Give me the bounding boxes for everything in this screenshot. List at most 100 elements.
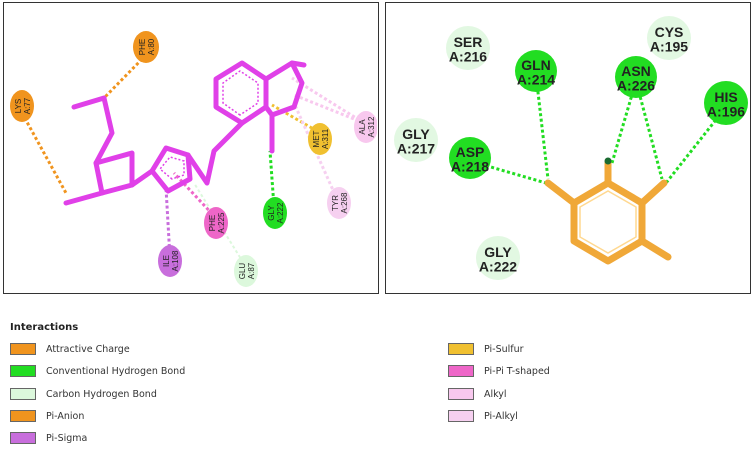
legend-swatch: [10, 388, 36, 400]
legend-item: Pi-Sulfur: [448, 342, 524, 356]
residue-node-circle: [476, 236, 520, 280]
residue-node-circle: [394, 118, 438, 162]
residue-name: ALA: [358, 119, 367, 135]
legend-swatch: [10, 343, 36, 355]
right-interaction-lines: [469, 74, 728, 185]
legend-item: Conventional Hydrogen Bond: [10, 364, 185, 378]
legend-item: Pi-Alkyl: [448, 409, 518, 423]
residue-name: HIS: [714, 89, 737, 105]
residue-chain: A:216: [449, 49, 487, 65]
left-ligand-aromatic-inner: [158, 70, 259, 180]
residue-name: MET: [312, 130, 321, 147]
residue-node-circle: [515, 50, 557, 92]
legend-label: Pi-Sigma: [46, 432, 88, 444]
right-ligand-atom-dark: [604, 157, 612, 165]
line-ala312-2: [293, 93, 365, 125]
legend-title: Interactions: [10, 322, 79, 333]
legend-swatch: [448, 365, 474, 377]
residue-node-circle: [449, 137, 491, 179]
residue-name: GLY: [484, 244, 512, 260]
residue-chain: A:195: [650, 39, 688, 55]
residue-name: SER: [454, 34, 483, 50]
residue-node-circle: [615, 56, 657, 98]
legend-label: Pi-Pi T-shaped: [484, 365, 550, 377]
residue-chain: A:77: [23, 97, 32, 114]
legend-label: Carbon Hydrogen Bond: [46, 388, 157, 400]
residue-chain: A:217: [397, 141, 435, 157]
residue-node-circle: [234, 255, 258, 287]
residue-chain: A:108: [171, 250, 180, 271]
residue-name: CYS: [655, 24, 684, 40]
legend-label: Pi-Alkyl: [484, 410, 518, 422]
residue-node-circle: [647, 16, 691, 60]
residue-name: ASP: [456, 144, 485, 160]
legend-item: Pi-Pi T-shaped: [448, 364, 550, 378]
legend-item: Pi-Anion: [10, 409, 84, 423]
residue-node-circle: [204, 207, 228, 239]
residue-node-circle: [158, 245, 182, 277]
residue-name: PHE: [208, 215, 217, 231]
residue-name: ASN: [621, 63, 651, 79]
residue-name: TYR: [331, 195, 340, 211]
residue-node-circle: [10, 90, 34, 122]
residue-name: GLY: [267, 205, 276, 221]
right-interaction-diagram: SERA:216GLNA:214CYSA:195ASNA:226HISA:196…: [394, 16, 748, 280]
legend-label: Pi-Anion: [46, 410, 85, 422]
right-ligand-highlight: [579, 190, 637, 254]
residue-node-circle: [308, 123, 332, 155]
legend-label: Conventional Hydrogen Bond: [46, 365, 186, 377]
legend-swatch: [448, 410, 474, 422]
right-ligand: [544, 159, 672, 265]
residue-chain: A:196: [707, 104, 745, 120]
residue-name: GLY: [402, 126, 430, 142]
legend-swatch: [448, 343, 474, 355]
residue-name: LYS: [14, 99, 23, 114]
residue-chain: A:87: [247, 262, 256, 279]
residue-node-circle: [704, 81, 748, 125]
residue-name: PHE: [138, 39, 147, 55]
residue-node-circle: [446, 26, 490, 70]
residue-name: GLN: [521, 57, 551, 73]
legend-label: Alkyl: [484, 388, 507, 400]
residue-chain: A:222: [479, 259, 517, 275]
residue-chain: A:218: [451, 159, 489, 175]
line-phe80: [102, 53, 148, 100]
line-tyr268: [292, 102, 339, 200]
right-residue-nodes: SERA:216GLNA:214CYSA:195ASNA:226HISA:196…: [394, 16, 748, 280]
legend-label: Pi-Sulfur: [484, 343, 524, 355]
residue-node-circle: [354, 111, 377, 143]
line-gly222: [268, 150, 276, 208]
legend-item: Pi-Sigma: [10, 431, 87, 445]
legend-swatch: [10, 432, 36, 444]
residue-chain: A:226: [617, 78, 655, 94]
line-gln214: [534, 74, 550, 180]
legend-item: Attractive Charge: [10, 342, 130, 356]
residue-chain: A:311: [321, 128, 330, 149]
residue-node-circle: [327, 187, 351, 219]
legend-label: Attractive Charge: [46, 343, 130, 355]
residue-node-circle: [133, 31, 159, 63]
residue-chain: A:222: [276, 202, 285, 223]
residue-chain: A:268: [340, 192, 349, 213]
legend-item: Carbon Hydrogen Bond: [10, 387, 157, 401]
legend-item: Alkyl: [448, 387, 507, 401]
line-lys77: [20, 112, 68, 194]
